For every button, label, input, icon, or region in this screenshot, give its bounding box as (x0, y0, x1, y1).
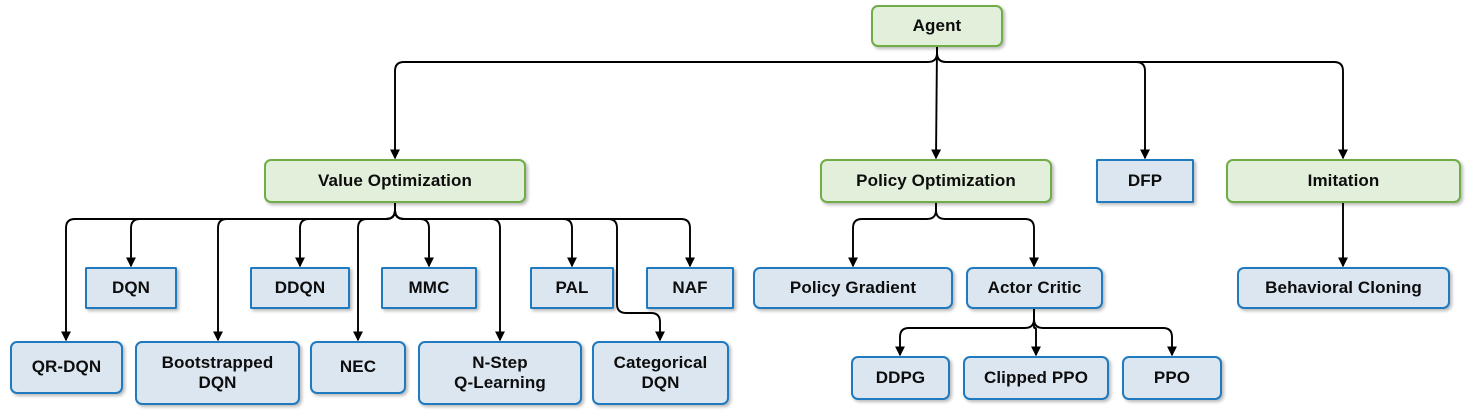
node-label-agent: Agent (912, 15, 962, 35)
node-label-nstep_q: N-Step Q-Learning (454, 352, 546, 392)
edge-agent-to-policy_opt (931, 46, 942, 160)
node-nstep_q[interactable]: N-Step Q-Learning (418, 341, 582, 405)
node-policy_grad[interactable]: Policy Gradient (753, 267, 953, 309)
node-mmc[interactable]: MMC (381, 267, 477, 309)
node-qr_dqn[interactable]: QR-DQN (10, 341, 123, 394)
node-label-mmc: MMC (408, 277, 450, 297)
node-label-actor_critic: Actor Critic (987, 277, 1082, 297)
node-label-naf: NAF (672, 277, 708, 297)
node-dqn[interactable]: DQN (85, 267, 177, 309)
node-dfp[interactable]: DFP (1096, 159, 1194, 203)
edge-actor_critic-to-ppo (1033, 309, 1177, 357)
node-label-qr_dqn: QR-DQN (31, 357, 102, 377)
edge-actor_critic-to-ddpg (895, 309, 1035, 357)
node-label-ddqn: DDQN (274, 277, 326, 297)
edge-agent-to-dfp (936, 47, 1150, 160)
edge-policy_opt-to-policy_grad (848, 203, 937, 268)
node-actor_critic[interactable]: Actor Critic (966, 267, 1103, 309)
node-label-ddpg: DDPG (875, 367, 926, 387)
node-label-policy_grad: Policy Gradient (789, 277, 917, 297)
node-label-pal: PAL (555, 277, 589, 297)
node-ddpg[interactable]: DDPG (851, 356, 950, 400)
node-cat_dqn[interactable]: Categorical DQN (592, 341, 729, 405)
edge-value_opt-to-naf (394, 203, 695, 268)
node-label-imitation: Imitation (1307, 170, 1380, 190)
edge-actor_critic-to-clipped_ppo (1031, 309, 1041, 357)
node-label-boot_dqn: Bootstrapped DQN (161, 352, 274, 392)
node-clipped_ppo[interactable]: Clipped PPO (963, 356, 1109, 400)
node-label-policy_opt: Policy Optimization (856, 170, 1016, 190)
node-policy_opt[interactable]: Policy Optimization (820, 159, 1052, 203)
node-label-ppo: PPO (1153, 367, 1191, 387)
node-label-clipped_ppo: Clipped PPO (983, 367, 1089, 387)
edge-value_opt-to-pal (394, 203, 577, 268)
node-agent[interactable]: Agent (871, 5, 1003, 47)
node-label-cat_dqn: Categorical DQN (613, 352, 708, 392)
node-value_opt[interactable]: Value Optimization (264, 159, 526, 203)
edge-value_opt-to-mmc (394, 203, 434, 268)
node-nec[interactable]: NEC (310, 341, 406, 394)
node-behav_clone[interactable]: Behavioral Cloning (1237, 267, 1450, 309)
node-pal[interactable]: PAL (530, 267, 614, 309)
node-boot_dqn[interactable]: Bootstrapped DQN (135, 341, 300, 405)
node-label-nec: NEC (339, 357, 377, 377)
node-ddqn[interactable]: DDQN (250, 267, 350, 309)
edge-value_opt-to-dqn (126, 203, 396, 268)
edge-agent-to-value_opt (390, 47, 938, 160)
edge-policy_opt-to-actor_critic (935, 203, 1039, 268)
edge-value_opt-to-ddqn (295, 203, 396, 268)
node-label-dqn: DQN (111, 277, 151, 297)
node-label-behav_clone: Behavioral Cloning (1265, 277, 1422, 297)
node-label-value_opt: Value Optimization (318, 170, 472, 190)
node-imitation[interactable]: Imitation (1226, 159, 1461, 203)
edge-agent-to-imitation (936, 47, 1348, 160)
node-label-dfp: DFP (1127, 170, 1163, 190)
node-ppo[interactable]: PPO (1122, 356, 1222, 400)
node-naf[interactable]: NAF (646, 267, 734, 309)
